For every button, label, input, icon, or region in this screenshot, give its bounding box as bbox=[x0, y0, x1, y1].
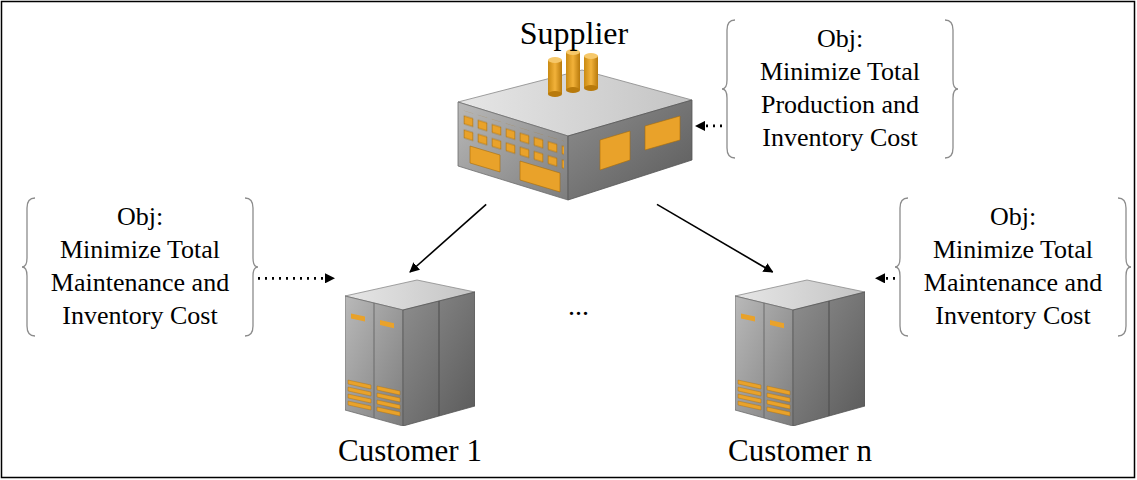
icon-area bbox=[732, 274, 868, 432]
chimneys bbox=[548, 49, 598, 97]
right-brace bbox=[945, 20, 958, 158]
objective-heading: Obj: bbox=[40, 200, 240, 233]
customer-node: Customer n bbox=[724, 272, 876, 471]
left-brace bbox=[895, 198, 908, 336]
left-brace bbox=[722, 20, 735, 158]
left-brace bbox=[22, 198, 35, 336]
objective-callout: Obj:Minimize Total Production and Invent… bbox=[722, 18, 958, 160]
customer-node: Customer 1 bbox=[334, 272, 486, 471]
icon-area bbox=[342, 274, 478, 432]
objective-heading: Obj: bbox=[913, 200, 1113, 233]
supplier-node: Supplier bbox=[452, 12, 696, 204]
node-label: Customer n bbox=[728, 432, 872, 469]
ellipsis-label: ... bbox=[568, 290, 589, 322]
objective-text: Minimize Total Maintenance and Inventory… bbox=[913, 233, 1113, 332]
objective-heading: Obj: bbox=[740, 22, 940, 55]
server-icon bbox=[345, 280, 475, 426]
objective-text: Minimize Total Production and Inventory … bbox=[740, 55, 940, 154]
server-icon bbox=[735, 280, 865, 426]
objective-arrow bbox=[696, 125, 722, 128]
objective-callout: Obj:Minimize Total Maintenance and Inven… bbox=[895, 196, 1131, 338]
objective-arrow bbox=[876, 277, 895, 280]
objective-text: Minimize Total Maintenance and Inventory… bbox=[40, 233, 240, 332]
icon-area bbox=[456, 52, 692, 202]
right-brace bbox=[245, 198, 258, 336]
node-label: Supplier bbox=[456, 14, 692, 52]
node-label: Customer 1 bbox=[338, 432, 482, 469]
objective-arrow bbox=[258, 277, 334, 280]
factory-icon bbox=[458, 49, 692, 200]
objective-callout: Obj:Minimize Total Maintenance and Inven… bbox=[22, 196, 258, 338]
right-brace bbox=[1118, 198, 1131, 336]
supply-arrow bbox=[410, 204, 486, 272]
supply-arrow bbox=[657, 204, 773, 272]
